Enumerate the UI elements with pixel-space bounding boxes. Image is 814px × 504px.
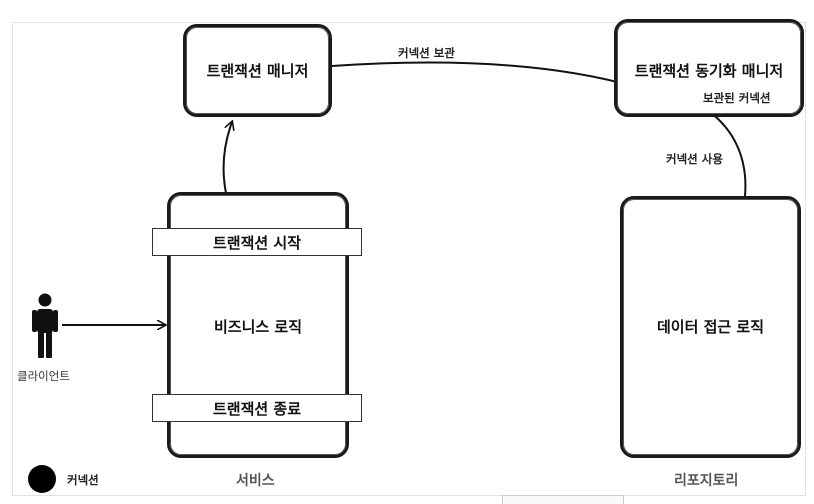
legend-connection-label: 커넥션 bbox=[67, 473, 99, 487]
sync-manager-box bbox=[614, 19, 804, 117]
client-label: 클라이언트 bbox=[17, 369, 70, 383]
person-icon bbox=[32, 293, 58, 358]
repository-box bbox=[620, 196, 801, 458]
tx-manager-label: 트랜잭션 매니저 bbox=[206, 62, 309, 80]
bottom-tab-fragment bbox=[502, 495, 624, 504]
use-connection-label: 커넥션 사용 bbox=[666, 152, 723, 166]
tx-start-bar: 트랜잭션 시작 bbox=[152, 228, 362, 256]
stored-connection-label: 보관된 커넥션 bbox=[703, 91, 771, 105]
sync-manager-label: 트랜잭션 동기화 매니저 bbox=[634, 62, 784, 80]
tx-end-bar: 트랜잭션 종료 bbox=[152, 394, 362, 422]
business-logic-label: 비즈니스 로직 bbox=[213, 318, 303, 336]
service-caption: 서비스 bbox=[236, 473, 275, 489]
store-connection-label: 커넥션 보관 bbox=[398, 46, 455, 60]
repository-caption: 리포지토리 bbox=[674, 473, 739, 489]
legend-connection-dot bbox=[28, 465, 56, 493]
data-access-label: 데이터 접근 로직 bbox=[656, 318, 765, 336]
diagram-frame bbox=[12, 22, 806, 496]
tx-manager-box bbox=[183, 24, 332, 117]
